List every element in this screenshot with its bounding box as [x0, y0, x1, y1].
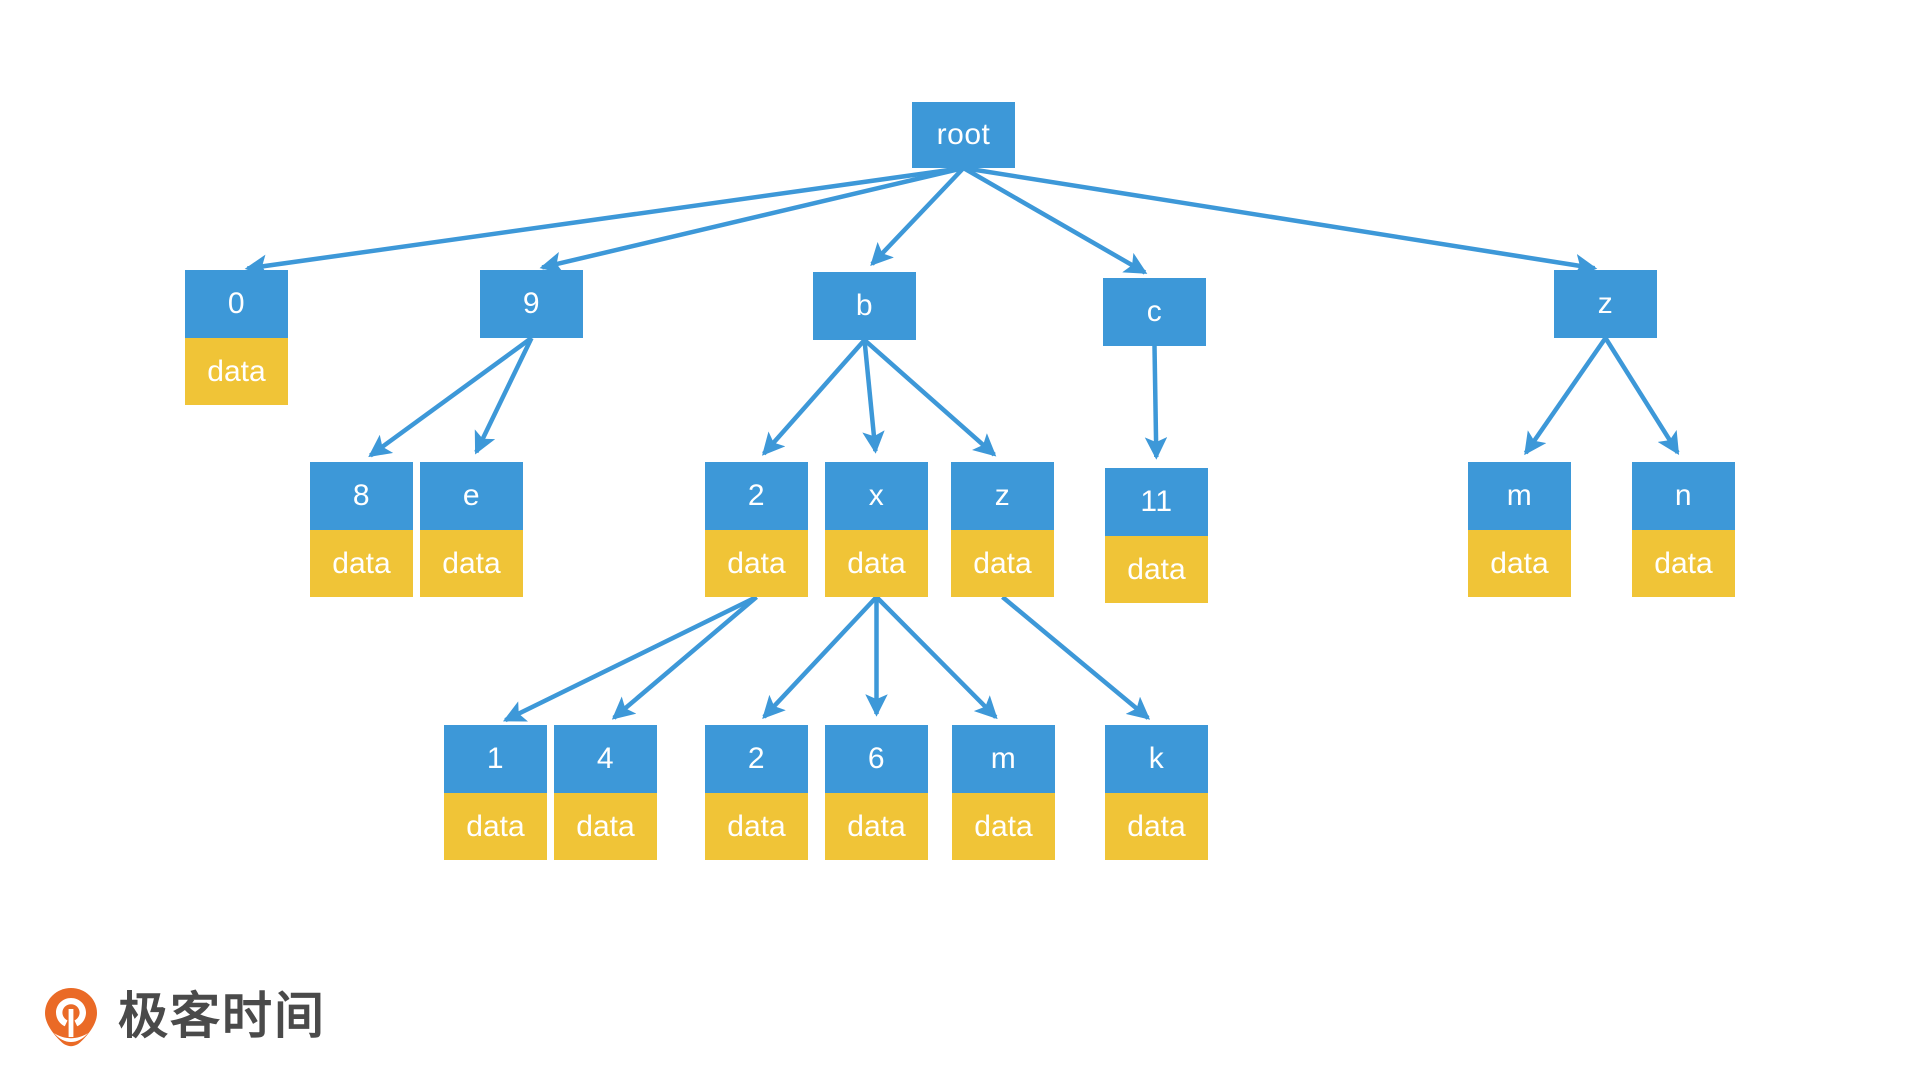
geektime-logo-icon: [40, 985, 102, 1047]
edges-group: [244, 165, 1680, 723]
node-key-label: x: [825, 462, 928, 530]
tree-node-n9: 9: [480, 270, 583, 338]
edge-root-to-nc: [962, 166, 1148, 275]
node-key-label: 0: [185, 270, 288, 338]
geektime-logo: 极客时间: [40, 985, 326, 1047]
node-key-label: z: [1554, 270, 1657, 338]
node-key-label: n: [1632, 462, 1735, 530]
edge-nb-to-n2a: [762, 338, 867, 456]
edge-n9-to-n8: [368, 336, 533, 458]
edge-nz3-to-nk: [1001, 595, 1151, 720]
node-data-label: data: [952, 793, 1055, 860]
node-key-label: m: [952, 725, 1055, 793]
node-key-label: 2: [705, 725, 808, 793]
edge-root-to-nb: [870, 166, 966, 266]
tree-node-nb: b: [813, 272, 916, 340]
edge-nx-to-n2b: [762, 595, 879, 719]
node-data-label: data: [825, 793, 928, 860]
node-key-label: root: [912, 102, 1015, 168]
node-data-label: data: [1105, 793, 1208, 860]
edge-nx-to-nm4: [874, 595, 998, 720]
node-data-label: data: [705, 793, 808, 860]
edge-nz2-to-nn: [1603, 336, 1680, 455]
edge-root-to-n9: [539, 165, 965, 274]
node-key-label: c: [1103, 278, 1206, 346]
edge-nc-to-n11: [1144, 345, 1168, 460]
node-key-label: 11: [1105, 468, 1208, 536]
node-data-label: data: [951, 530, 1054, 597]
tree-node-nc: c: [1103, 278, 1206, 346]
node-key-label: 1: [444, 725, 547, 793]
geektime-logo-text: 极客时间: [118, 987, 326, 1045]
tree-node-root: root: [912, 102, 1015, 168]
node-key-label: e: [420, 462, 523, 530]
node-key-label: 6: [825, 725, 928, 793]
node-key-label: 2: [705, 462, 808, 530]
node-data-label: data: [705, 530, 808, 597]
node-data-label: data: [1105, 536, 1208, 603]
edge-root-to-nz2: [963, 165, 1598, 277]
edge-n9-to-ne: [474, 337, 534, 455]
node-data-label: data: [554, 793, 657, 860]
node-key-label: 4: [554, 725, 657, 793]
node-key-label: k: [1105, 725, 1208, 793]
node-data-label: data: [185, 338, 288, 405]
node-data-label: data: [825, 530, 928, 597]
edge-n2a-to-n4: [611, 595, 758, 720]
node-key-label: z: [951, 462, 1054, 530]
node-key-label: 9: [480, 270, 583, 338]
edge-n2a-to-n1: [502, 594, 758, 723]
node-key-label: b: [813, 272, 916, 340]
node-data-label: data: [444, 793, 547, 860]
edge-nb-to-nz3: [863, 338, 997, 457]
edge-nb-to-nx: [862, 339, 885, 454]
node-key-label: m: [1468, 462, 1571, 530]
node-data-label: data: [1468, 530, 1571, 597]
node-data-label: data: [310, 530, 413, 597]
edge-nz2-to-nm3: [1523, 336, 1608, 456]
node-key-label: 8: [310, 462, 413, 530]
tree-node-nz2: z: [1554, 270, 1657, 338]
node-data-label: data: [1632, 530, 1735, 597]
edge-root-to-n0: [244, 165, 964, 277]
node-data-label: data: [420, 530, 523, 597]
